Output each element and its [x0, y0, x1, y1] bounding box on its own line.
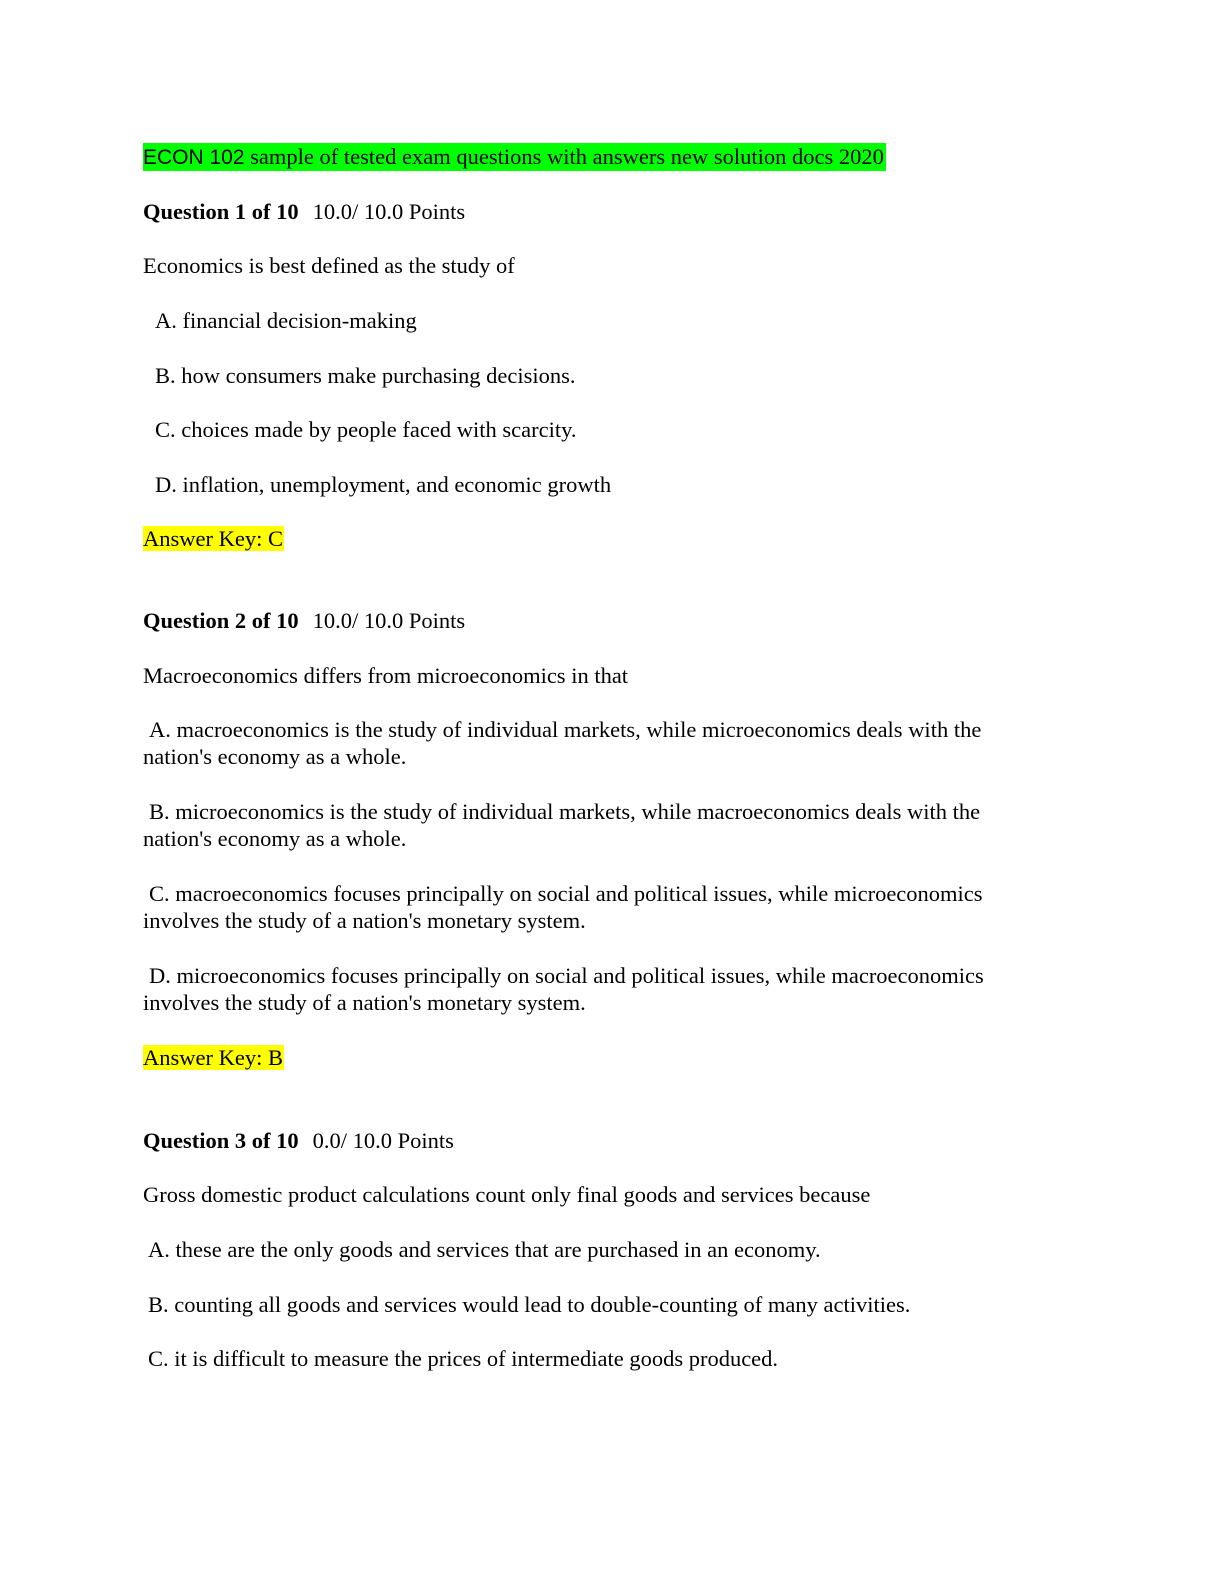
question-3-option-c: C. it is difficult to measure the prices… [148, 1346, 779, 1371]
question-3-prompt: Gross domestic product calculations coun… [143, 1182, 871, 1207]
question-3-points: 0.0/ 10.0 Points [312, 1128, 454, 1153]
question-3-option-a: A. these are the only goods and services… [148, 1237, 821, 1262]
question-2-option-d: D. microeconomics focuses principally on… [143, 963, 984, 1015]
question-1-answer-key: Answer Key: C [143, 526, 284, 551]
document-title: ECON 102 sample of tested exam questions… [143, 143, 886, 171]
question-1-option-b: B. how consumers make purchasing decisio… [155, 363, 576, 388]
question-2-label: Question 2 of 10 [143, 608, 299, 633]
question-2-header: Question 2 of 10 10.0/ 10.0 Points [143, 607, 465, 634]
question-1-answer-key-row: Answer Key: C [143, 525, 284, 552]
question-2-prompt: Macroeconomics differs from microeconomi… [143, 663, 629, 688]
question-2-points: 10.0/ 10.0 Points [312, 608, 466, 633]
question-1-label: Question 1 of 10 [143, 199, 299, 224]
question-1-prompt: Economics is best defined as the study o… [143, 253, 515, 278]
question-2-answer-key-row: Answer Key: B [143, 1044, 284, 1071]
question-2-option-c: C. macroeconomics focuses principally on… [143, 881, 983, 933]
course-code: ECON 102 [143, 146, 245, 169]
question-3-option-b: B. counting all goods and services would… [148, 1292, 911, 1317]
question-2-option-a: A. macroeconomics is the study of indivi… [143, 717, 982, 769]
question-2-answer-key: Answer Key: B [143, 1045, 284, 1070]
question-2-option-b: B. microeconomics is the study of indivi… [143, 799, 981, 851]
question-1-option-a: A. financial decision-making [155, 308, 417, 333]
question-1-option-c: C. choices made by people faced with sca… [155, 417, 577, 442]
question-1-points: 10.0/ 10.0 Points [312, 199, 466, 224]
question-1-option-d: D. inflation, unemployment, and economic… [155, 472, 612, 497]
question-3-header: Question 3 of 10 0.0/ 10.0 Points [143, 1127, 454, 1154]
question-1-header: Question 1 of 10 10.0/ 10.0 Points [143, 198, 465, 225]
title-text: sample of tested exam questions with ans… [244, 144, 884, 169]
question-3-label: Question 3 of 10 [143, 1128, 299, 1153]
